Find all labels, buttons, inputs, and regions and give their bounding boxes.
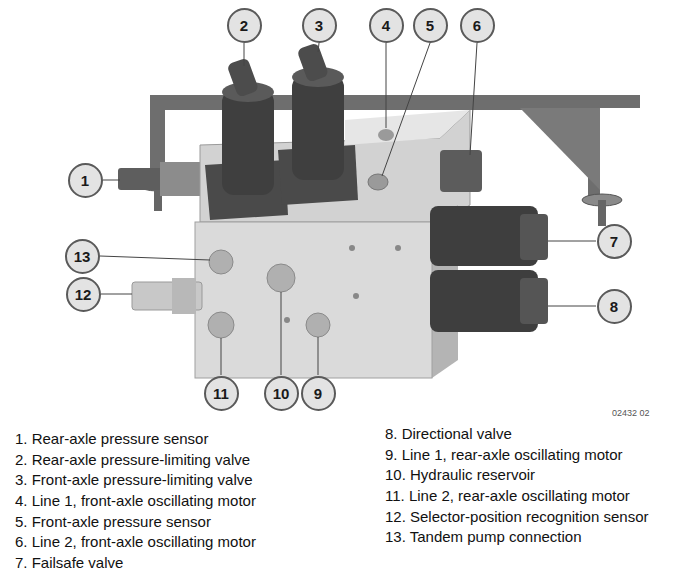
callout-circle: 9 — [301, 376, 336, 411]
valve-knob — [297, 42, 330, 82]
legend-item: 7. Failsafe valve — [15, 554, 123, 572]
legend-item: 8. Directional valve — [385, 425, 512, 443]
callout-number: 12 — [75, 287, 92, 302]
legend-item: 4. Line 1, front-axle oscillating motor — [15, 492, 256, 510]
legend-item: 11. Line 2, rear-axle oscillating motor — [385, 487, 630, 505]
callout-circle: 7 — [597, 224, 632, 259]
callout-number: 13 — [74, 249, 91, 264]
callout-number: 11 — [213, 386, 229, 401]
valve-plug — [520, 214, 548, 260]
callout-circle: 1 — [68, 163, 103, 198]
callout-circle: 10 — [264, 376, 299, 411]
port-hole — [306, 313, 330, 337]
port-hole — [208, 312, 234, 338]
screw-hole — [284, 317, 290, 323]
callout-circle: 3 — [302, 8, 337, 43]
callout-number: 3 — [315, 18, 323, 33]
legend-item: 10. Hydraulic reservoir — [385, 466, 535, 484]
callout-circle: 2 — [227, 8, 262, 43]
callout-circle: 8 — [597, 289, 632, 324]
screw-hole — [395, 245, 401, 251]
legend-item: 6. Line 2, front-axle oscillating motor — [15, 533, 256, 551]
callout-number: 5 — [426, 18, 434, 33]
screw-hole — [349, 245, 355, 251]
callout-number: 7 — [610, 234, 618, 249]
callout-number: 8 — [610, 299, 618, 314]
port-hole — [378, 129, 394, 141]
pressure-limiting-valve — [222, 90, 274, 195]
legend-item: 3. Front-axle pressure-limiting valve — [15, 471, 253, 489]
leader-lines — [100, 43, 596, 375]
callout-number: 2 — [240, 18, 248, 33]
callout-number: 1 — [81, 173, 89, 188]
callout-number: 6 — [473, 18, 481, 33]
port-hole — [209, 250, 233, 274]
legend-item: 1. Rear-axle pressure sensor — [15, 430, 208, 448]
callout-circle: 11 — [204, 376, 239, 411]
bracket-gusset — [520, 108, 600, 190]
valve-block-front — [195, 222, 432, 378]
screw-hole — [353, 293, 359, 299]
callout-circle: 5 — [413, 8, 448, 43]
legend-item: 12. Selector-position recognition sensor — [385, 508, 648, 526]
valve-knob — [227, 57, 260, 97]
legend-item: 9. Line 1, rear-axle oscillating motor — [385, 446, 623, 464]
legend-item: 13. Tandem pump connection — [385, 528, 582, 546]
figure-number: 02432 02 — [612, 408, 650, 419]
legend-item: 2. Rear-axle pressure-limiting valve — [15, 451, 250, 469]
mounting-stud — [598, 200, 606, 226]
position-sensor — [172, 278, 196, 314]
line-connector — [440, 150, 482, 192]
valve-plug — [520, 278, 548, 324]
callout-number: 9 — [314, 386, 322, 401]
callout-circle: 12 — [66, 277, 101, 312]
callout-circle: 13 — [65, 239, 100, 274]
callout-circle: 6 — [460, 8, 495, 43]
legend-item: 5. Front-axle pressure sensor — [15, 513, 211, 531]
callout-number: 10 — [273, 386, 290, 401]
callout-number: 4 — [382, 18, 390, 33]
port-hole — [368, 174, 388, 190]
valve-block-top — [345, 110, 470, 145]
pressure-sensor — [118, 168, 166, 190]
callout-circle: 4 — [369, 8, 404, 43]
port-hole — [267, 264, 295, 292]
pressure-sensor — [160, 162, 205, 196]
pressure-limiting-valve — [292, 75, 344, 180]
